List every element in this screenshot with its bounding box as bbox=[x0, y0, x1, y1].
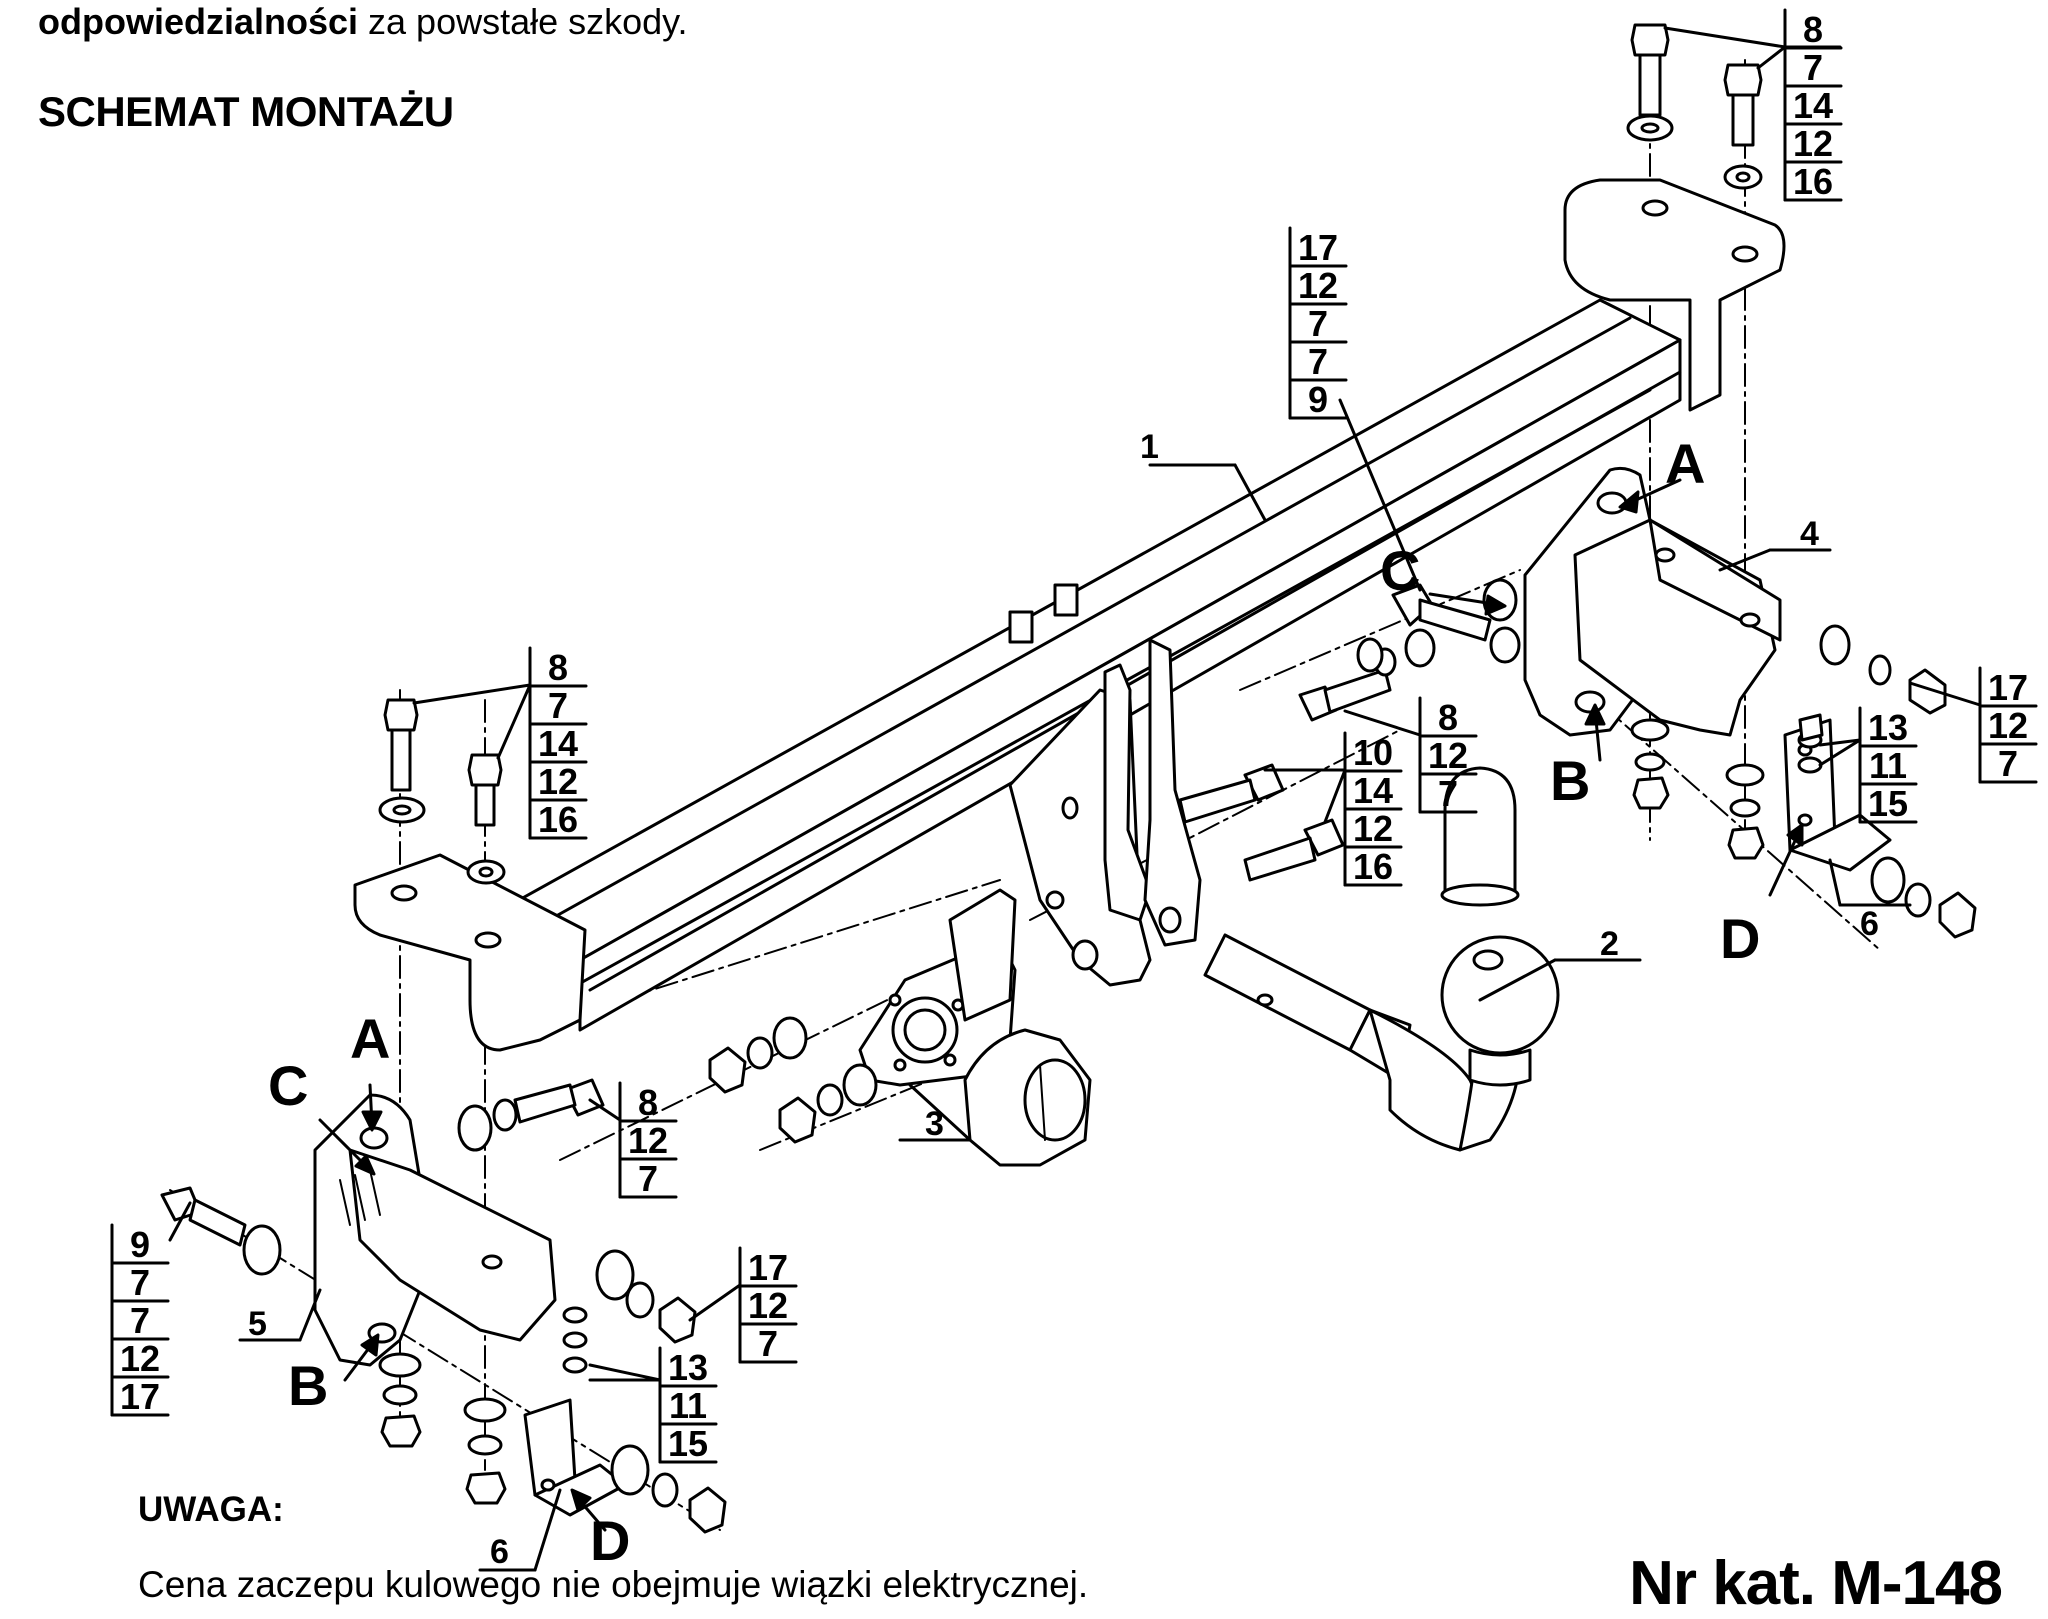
marker-b-right: B bbox=[1550, 749, 1590, 812]
reference-stacks: 8714121617127798714121681271014121617127… bbox=[110, 8, 2038, 1464]
part-label-6-right: 6 bbox=[1860, 905, 1879, 943]
left-bottom-plate bbox=[353, 853, 587, 1052]
catalog-number: Nr kat. M-148 bbox=[1629, 1549, 2003, 1618]
stack-center_bolts-item: 16 bbox=[1353, 846, 1393, 887]
stack-top_right-item: 16 bbox=[1793, 161, 1833, 202]
stack-left_mid-item: 7 bbox=[638, 1158, 658, 1199]
part-label-5: 5 bbox=[248, 1305, 267, 1343]
marker-b-left: B bbox=[288, 1354, 328, 1417]
stack-center_top-item: 17 bbox=[1298, 227, 1338, 268]
stack-left_upper-item: 14 bbox=[538, 723, 578, 764]
socket-plate bbox=[858, 888, 1017, 1087]
stack-right_bracket-item: 13 bbox=[1868, 707, 1908, 748]
letter-markers: A B C D A B C D bbox=[268, 432, 1760, 1572]
intro-text: odpowiedzialności za powstałe szkody. bbox=[38, 0, 688, 44]
stack-left_upper-item: 7 bbox=[548, 685, 568, 726]
ball-arm bbox=[1203, 933, 1560, 1152]
stack-center_top-item: 9 bbox=[1308, 379, 1328, 420]
center-bracket bbox=[1008, 638, 1202, 987]
part-label-6-left: 6 bbox=[490, 1533, 509, 1571]
right-top-plate bbox=[1563, 178, 1786, 412]
stack-left_nuts-item: 7 bbox=[758, 1323, 778, 1364]
stack-top_right-item: 7 bbox=[1803, 47, 1823, 88]
part-label-1: 1 bbox=[1140, 428, 1159, 466]
stack-center_bolts-item: 12 bbox=[1353, 808, 1393, 849]
marker-a-right: A bbox=[1665, 432, 1705, 495]
marker-arrows bbox=[318, 478, 1804, 1532]
beam-tabs bbox=[1008, 583, 1079, 644]
right-side-bracket bbox=[1523, 466, 1782, 737]
stack-center_top-item: 7 bbox=[1308, 341, 1328, 382]
stack-right_bracket-item: 11 bbox=[1869, 745, 1907, 786]
stack-center_mid-item: 7 bbox=[1438, 773, 1458, 814]
crossbar-beam bbox=[508, 298, 1682, 1032]
stack-left_lower-item: 12 bbox=[120, 1338, 160, 1379]
stack-center_bolts-item: 14 bbox=[1353, 770, 1393, 811]
stack-right_nuts-item: 12 bbox=[1988, 705, 2028, 746]
marker-d-left: D bbox=[590, 1509, 630, 1572]
stack-left_upper-item: 16 bbox=[538, 799, 578, 840]
intro-bold: odpowiedzialności bbox=[38, 1, 359, 42]
part-label-4: 4 bbox=[1800, 515, 1819, 553]
part-label-2: 2 bbox=[1600, 925, 1619, 963]
marker-d-right: D bbox=[1720, 907, 1760, 970]
stack-left_bracket-item: 15 bbox=[668, 1423, 708, 1464]
intro-rest: za powstałe szkody. bbox=[358, 1, 688, 42]
part-number-labels: 1 2 3 4 5 6 6 bbox=[248, 428, 1879, 1571]
stack-center_mid-item: 8 bbox=[1438, 697, 1458, 738]
stack-left_upper-item: 8 bbox=[548, 647, 568, 688]
page-title: SCHEMAT MONTAŻU bbox=[38, 88, 454, 135]
marker-a-left: A bbox=[350, 1007, 390, 1070]
leader-lines bbox=[168, 26, 1982, 1572]
left-side-bracket bbox=[313, 1093, 557, 1367]
stack-left_lower-item: 17 bbox=[120, 1376, 160, 1417]
stack-center_top-item: 12 bbox=[1298, 265, 1338, 306]
stack-center_top-item: 7 bbox=[1308, 303, 1328, 344]
socket-body bbox=[963, 1028, 1092, 1167]
marker-c-right: C bbox=[1380, 539, 1420, 602]
ball-cap bbox=[1440, 766, 1520, 907]
washers-nuts bbox=[242, 114, 1977, 1534]
stack-left_lower-item: 7 bbox=[130, 1300, 150, 1341]
stack-right_nuts-item: 7 bbox=[1998, 743, 2018, 784]
stack-left_lower-item: 9 bbox=[130, 1224, 150, 1265]
stack-left_mid-item: 12 bbox=[628, 1120, 668, 1161]
stack-top_right-item: 12 bbox=[1793, 123, 1833, 164]
stack-right_bracket-item: 15 bbox=[1868, 783, 1908, 824]
stack-left_lower-item: 7 bbox=[130, 1262, 150, 1303]
note-title: UWAGA: bbox=[138, 1490, 284, 1529]
stack-left_nuts-item: 12 bbox=[748, 1285, 788, 1326]
stack-left_upper-item: 12 bbox=[538, 761, 578, 802]
stack-left_mid-item: 8 bbox=[638, 1082, 658, 1123]
stack-top_right-item: 14 bbox=[1793, 85, 1833, 126]
stack-right_nuts-item: 17 bbox=[1988, 667, 2028, 708]
stack-top_right-item: 8 bbox=[1803, 9, 1823, 50]
part-label-3: 3 bbox=[925, 1105, 944, 1143]
stack-center_mid-item: 12 bbox=[1428, 735, 1468, 776]
marker-c-left: C bbox=[268, 1054, 308, 1117]
stack-center_bolts-item: 10 bbox=[1353, 732, 1393, 773]
note-body: Cena zaczepu kulowego nie obejmuje wiązk… bbox=[138, 1564, 1089, 1605]
stack-left_nuts-item: 17 bbox=[748, 1247, 788, 1288]
stack-left_bracket-item: 13 bbox=[668, 1347, 708, 1388]
stack-left_bracket-item: 11 bbox=[669, 1385, 707, 1426]
